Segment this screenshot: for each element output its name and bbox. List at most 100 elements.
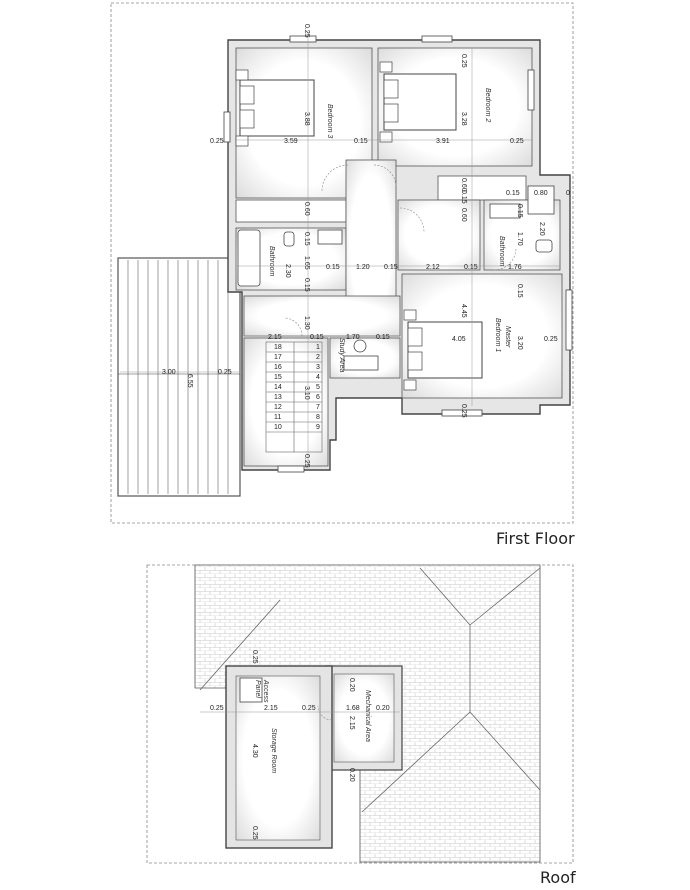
shower-right — [527, 185, 555, 215]
staircase — [265, 341, 323, 453]
stair-num: 1 — [316, 344, 320, 351]
dim: 0.25 — [210, 705, 224, 712]
roof-dimensions: 0.25 0.20 0.25 2.15 0.25 1.68 0.20 2.15 … — [210, 650, 390, 840]
dim: 0.25 — [251, 650, 258, 664]
study-desk — [343, 355, 379, 371]
first-floor-plan: Bedroom 3 Bedroom 2 Bathroom Bathroom Ma… — [110, 2, 574, 524]
stair-num: 8 — [316, 414, 320, 421]
access-panel — [239, 677, 263, 703]
sink-left — [317, 229, 343, 245]
dim: 2.15 — [348, 716, 355, 730]
stair-num: 13 — [274, 394, 282, 401]
dim: 1.20 — [356, 264, 370, 271]
roof-ridges — [199, 567, 541, 813]
dim: 1.76 — [508, 264, 522, 271]
stair-num: 7 — [316, 404, 320, 411]
master-label-line1: Master — [504, 326, 511, 348]
dim: 0.20 — [376, 705, 390, 712]
bedroom2-label: Bedroom 2 — [484, 88, 491, 122]
dim: 3.59 — [284, 138, 298, 145]
first-floor-dimensions: 0.25 3.88 3.59 0.15 0.25 3.28 3.91 0.25 … — [162, 24, 570, 468]
dim: 3.88 — [303, 112, 310, 126]
dim: 0.25 — [210, 138, 224, 145]
corridor-room — [243, 295, 401, 337]
bathtub — [237, 229, 261, 287]
mech-label: Mechanical Area — [364, 690, 371, 742]
stair-num: 16 — [274, 364, 282, 371]
bathroom-left-label: Bathroom — [268, 246, 275, 277]
dim: 3.28 — [460, 112, 467, 126]
stair-num: 10 — [274, 424, 282, 431]
door-swings — [283, 164, 517, 337]
dim: 1.70 — [516, 232, 523, 246]
bed-master — [403, 309, 483, 391]
dim: 0.25 — [510, 138, 524, 145]
stair-num: 5 — [316, 384, 320, 391]
site-boundary — [110, 2, 574, 524]
dim: 0.60 — [303, 202, 310, 216]
dim: 0.15 — [506, 190, 520, 197]
dim: 0.20 — [348, 678, 355, 692]
storage-room-floor — [235, 675, 321, 841]
dim: 3.00 — [162, 369, 176, 376]
dim: 0.25 — [544, 336, 558, 343]
dim: 2.30 — [284, 264, 291, 278]
dim: 2.20 — [538, 222, 545, 236]
wardrobe-right — [437, 175, 527, 201]
dim: 2.15 — [268, 334, 282, 341]
dim: 0.25 — [218, 369, 232, 376]
dim: 0 — [566, 190, 570, 197]
closet-room — [397, 199, 481, 271]
storage-label: Storage Room — [270, 728, 277, 773]
stair-num: 3 — [316, 364, 320, 371]
dim: 1.30 — [303, 316, 310, 330]
toilet-right — [535, 239, 553, 253]
dim: 0.15 — [326, 264, 340, 271]
dim: 1.65 — [303, 256, 310, 270]
stair-num: 15 — [274, 374, 282, 381]
dimension-lines — [120, 30, 560, 470]
dim: 0.20 — [348, 768, 355, 782]
windows — [223, 35, 573, 473]
dim: 0.15 — [376, 334, 390, 341]
dim: 3.10 — [303, 386, 310, 400]
roof-plan: Access Panel Storage Room Mechanical Are… — [146, 564, 574, 864]
dim: 0.15 — [516, 284, 523, 298]
roof-caption: Roof — [540, 868, 576, 887]
dim: 0.25 — [303, 24, 310, 38]
stair-num: 4 — [316, 374, 320, 381]
dim: 4.45 — [460, 304, 467, 318]
first-floor-caption: First Floor — [496, 529, 575, 548]
dim: 4.30 — [251, 744, 258, 758]
stair-num: 12 — [274, 404, 282, 411]
wardrobe-left — [235, 199, 347, 223]
stair-num: 9 — [316, 424, 320, 431]
dim: 0.25 — [460, 54, 467, 68]
master-label-line2: Bedroom 1 — [494, 318, 501, 352]
dim: 0.15 — [303, 278, 310, 292]
stair-num: 14 — [274, 384, 282, 391]
stair-num: 6 — [316, 394, 320, 401]
dim: 0.15 — [354, 138, 368, 145]
dim: 3.20 — [516, 336, 523, 350]
balcony-deck — [117, 257, 241, 497]
bed-bedroom2 — [379, 61, 457, 143]
stair-num: 17 — [274, 354, 282, 361]
dim: 2.15 — [264, 705, 278, 712]
dim: 0.25 — [460, 404, 467, 418]
bathroom-right-label: Bathroom — [498, 236, 505, 267]
dim: 4.05 — [452, 336, 466, 343]
access-label-1: Access — [262, 679, 269, 703]
dim: 1.68 — [346, 705, 360, 712]
dim: 0.15 — [310, 334, 324, 341]
dim: 3.91 — [436, 138, 450, 145]
stair-num: 18 — [274, 344, 282, 351]
sink-right — [489, 203, 521, 219]
bed-bedroom3 — [235, 69, 315, 147]
study-chair — [353, 339, 367, 353]
dim: 0.60 — [460, 178, 467, 192]
dim: 0.25 — [251, 826, 258, 840]
stair-num: 11 — [274, 414, 281, 421]
dim: 1.70 — [346, 334, 360, 341]
